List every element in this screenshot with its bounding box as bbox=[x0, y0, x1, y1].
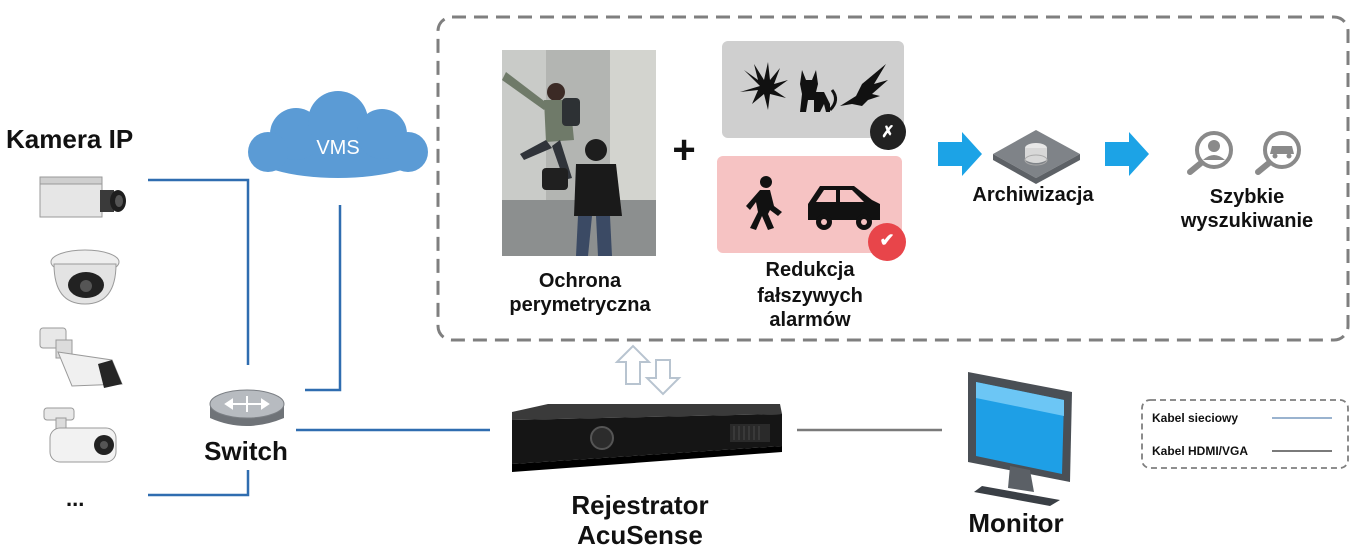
storage-icon bbox=[993, 130, 1080, 184]
camera-to-switch-line-bottom bbox=[148, 470, 250, 497]
reject-mark-icon: ✗ bbox=[881, 124, 895, 141]
cloud-icon bbox=[248, 91, 428, 178]
camera-to-switch-line-top bbox=[148, 178, 250, 365]
switch-icon bbox=[209, 389, 285, 426]
intruder-photo bbox=[502, 50, 656, 256]
perimeter-label-line2: perymetryczna bbox=[509, 294, 651, 316]
car-icon bbox=[808, 186, 880, 230]
switch-label: Switch bbox=[204, 436, 288, 466]
quick-search-label-line1: Szybkie bbox=[1209, 186, 1285, 208]
bullet-camera-icon bbox=[39, 327, 123, 388]
false-alarm-label-line2: fałszywych bbox=[757, 285, 863, 307]
perimeter-label-line1: Ochrona bbox=[538, 270, 622, 292]
bidirectional-arrows-icon bbox=[614, 344, 682, 396]
vms-label: VMS bbox=[316, 137, 360, 159]
monitor-label: Monitor bbox=[968, 508, 1064, 538]
camera-title: Kamera IP bbox=[6, 124, 134, 154]
arrow-right-icon-2 bbox=[1105, 132, 1149, 176]
features-dashed-frame bbox=[436, 15, 1350, 342]
dome-camera-icon bbox=[50, 249, 120, 305]
accept-badge bbox=[868, 223, 906, 261]
arrow-right-icon-1 bbox=[938, 132, 982, 176]
box-camera-icon bbox=[39, 176, 126, 218]
person-icon bbox=[746, 176, 782, 230]
legend-hdmi-cable-label: Kabel HDMI/VGA bbox=[1152, 444, 1249, 458]
plus-sign: + bbox=[672, 128, 696, 172]
recorder-label-line1: Rejestrator bbox=[571, 490, 709, 520]
person-search-icon bbox=[1187, 131, 1233, 175]
vehicle-search-icon bbox=[1255, 131, 1301, 175]
false-alarm-label-line1: Redukcja bbox=[765, 259, 855, 281]
switch-to-vms-line bbox=[305, 205, 342, 392]
nvr-icon bbox=[512, 404, 782, 472]
legend-network-cable-label: Kabel sieciowy bbox=[1152, 411, 1239, 425]
archiving-label: Archiwizacja bbox=[972, 184, 1094, 206]
reject-badge bbox=[870, 114, 906, 150]
more-cameras-ellipsis: ... bbox=[66, 486, 85, 511]
monitor-icon bbox=[968, 372, 1072, 506]
accept-mark-icon: ✔ bbox=[879, 230, 895, 250]
false-alarm-label-line3: alarmów bbox=[769, 309, 851, 331]
recorder-label-line2: AcuSense bbox=[577, 520, 703, 550]
bullet-camera-icon bbox=[43, 407, 117, 463]
legend-frame bbox=[1141, 399, 1349, 469]
bird-icon bbox=[840, 64, 888, 106]
leaf-icon bbox=[740, 62, 788, 110]
quick-search-label-line2: wyszukiwanie bbox=[1180, 210, 1314, 232]
cat-icon bbox=[800, 70, 837, 112]
